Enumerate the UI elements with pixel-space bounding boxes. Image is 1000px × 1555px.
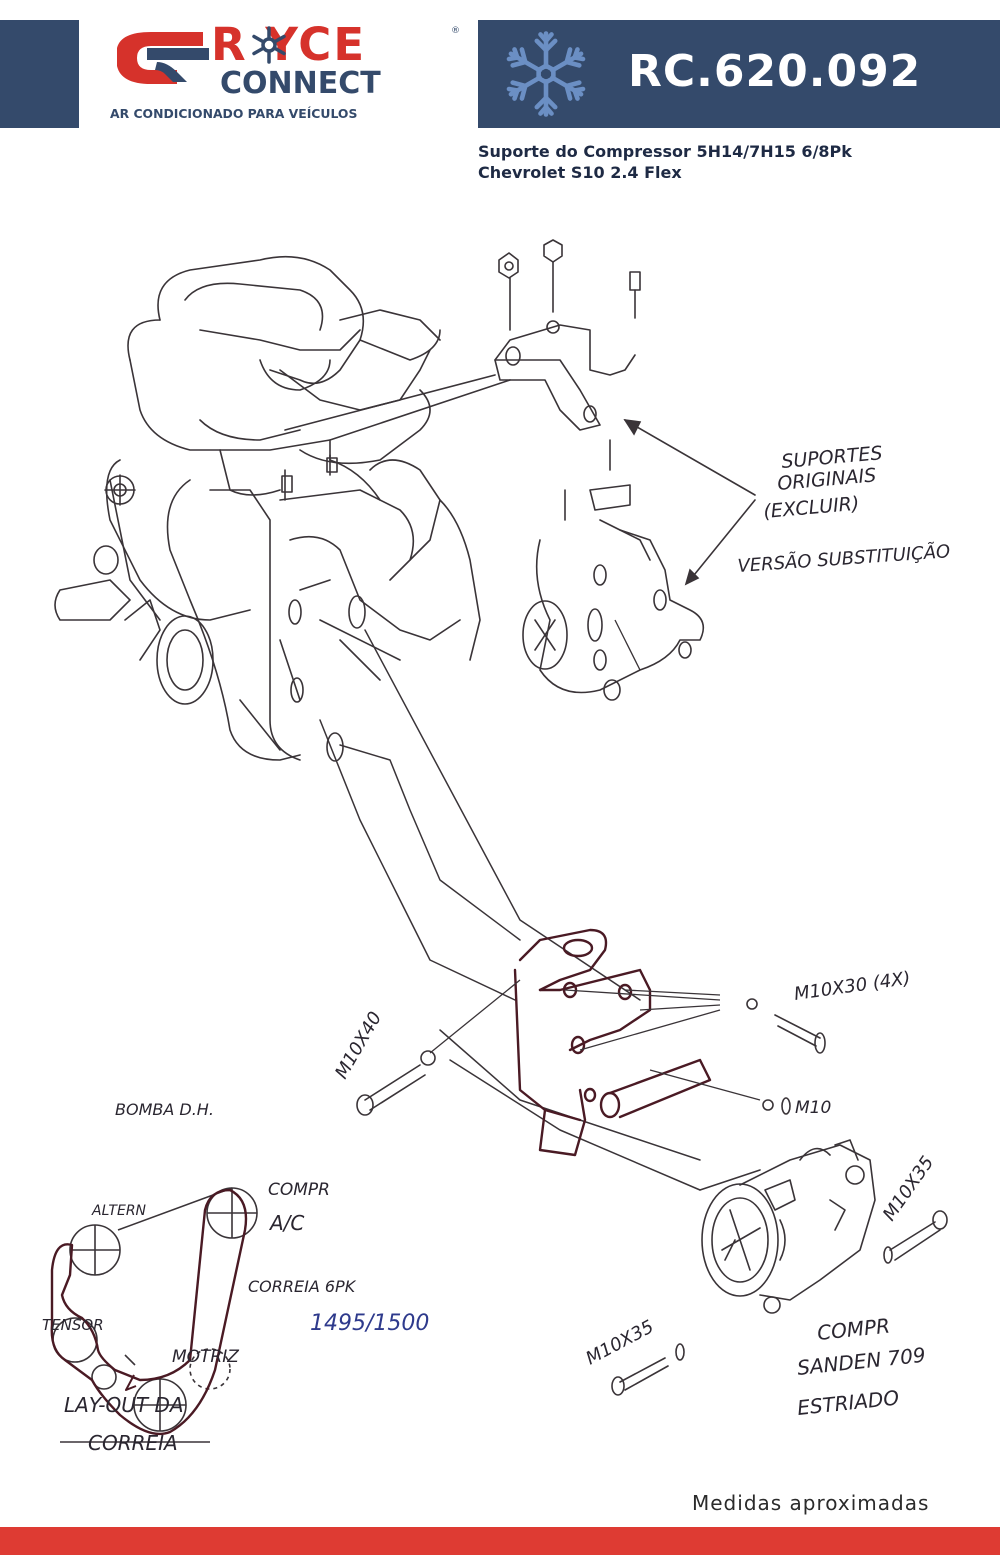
label-m10x40: M10X40 [331, 1008, 386, 1082]
logo-word-connect: CONNECT [220, 66, 381, 101]
label-compr-ac-1: COMPR [268, 1180, 330, 1200]
hardware-leader-lines [429, 619, 761, 1101]
label-compr-sanden-2: SANDEN 709 [796, 1343, 927, 1380]
label-m10: M10 [795, 1098, 831, 1118]
original-bracket-sketch [284, 239, 705, 701]
label-bomba: BOMBA D.H. [115, 1100, 214, 1119]
product-code: RC.620.092 [628, 46, 922, 97]
footer-bar [0, 1527, 1000, 1555]
label-tensor: TENSOR [42, 1316, 104, 1334]
logo-word-royce: R YCE [211, 18, 367, 71]
technical-sketch: SUPORTES ORIGINAIS (EXCLUIR) VERSÃO SUBS… [42, 239, 951, 1455]
brand-mark-icon [117, 32, 209, 84]
replacement-bracket [513, 928, 712, 1157]
label-layout-title-1: LAY-OUT DA [64, 1393, 184, 1417]
engine-sketch [54, 255, 481, 762]
label-m10x30: M10X30 (4X) [793, 968, 912, 1005]
label-motriz: MOTRIZ [172, 1347, 239, 1367]
label-compr-ac-2: A/C [268, 1211, 304, 1235]
callout-arrows [623, 418, 756, 586]
registered-mark: ® [451, 26, 460, 36]
label-m10x35-bottom: M10X35 [582, 1316, 657, 1369]
label-compr-sanden-3: ESTRIADO [796, 1385, 900, 1420]
label-excluir: (EXCLUIR) [763, 493, 861, 523]
product-description: Suporte do Compressor 5H14/7H15 6/8Pk Ch… [478, 141, 852, 183]
product-description-line-1: Suporte do Compressor 5H14/7H15 6/8Pk [478, 142, 852, 161]
footer-note: Medidas aproximadas [692, 1491, 930, 1515]
belt-layout-diagram [52, 1187, 258, 1432]
label-layout-title-2: CORREIA [88, 1431, 178, 1455]
label-compr-sanden-1: COMPR [816, 1313, 891, 1344]
label-belt-length: 1495/1500 [310, 1311, 429, 1336]
annotations: SUPORTES ORIGINAIS (EXCLUIR) VERSÃO SUBS… [42, 442, 951, 1455]
belt-path [50, 1188, 248, 1436]
logo-tagline: AR CONDICIONADO PARA VEÍCULOS [110, 106, 358, 121]
compressor-sketch [699, 1139, 876, 1314]
label-correia-6pk: CORREIA 6PK [248, 1277, 357, 1296]
product-description-line-2: Chevrolet S10 2.4 Flex [478, 163, 682, 182]
header-left-block [0, 20, 79, 128]
bolts [356, 998, 948, 1396]
logo-snowflake-icon [252, 26, 286, 64]
royce-connect-logo: R YCE ® CONNECT AR CONDICIONADO PARA VEÍ… [107, 22, 463, 128]
label-versao-substituicao: VERSÃO SUBSTITUIÇÃO [737, 540, 951, 577]
new-bracket-sketch [319, 629, 701, 1191]
label-altern: ALTERN [91, 1203, 147, 1219]
snowflake-icon [500, 31, 592, 120]
label-m10x35-top: M10X35 [879, 1152, 938, 1224]
header-right-block: RC.620.092 [478, 20, 1000, 128]
